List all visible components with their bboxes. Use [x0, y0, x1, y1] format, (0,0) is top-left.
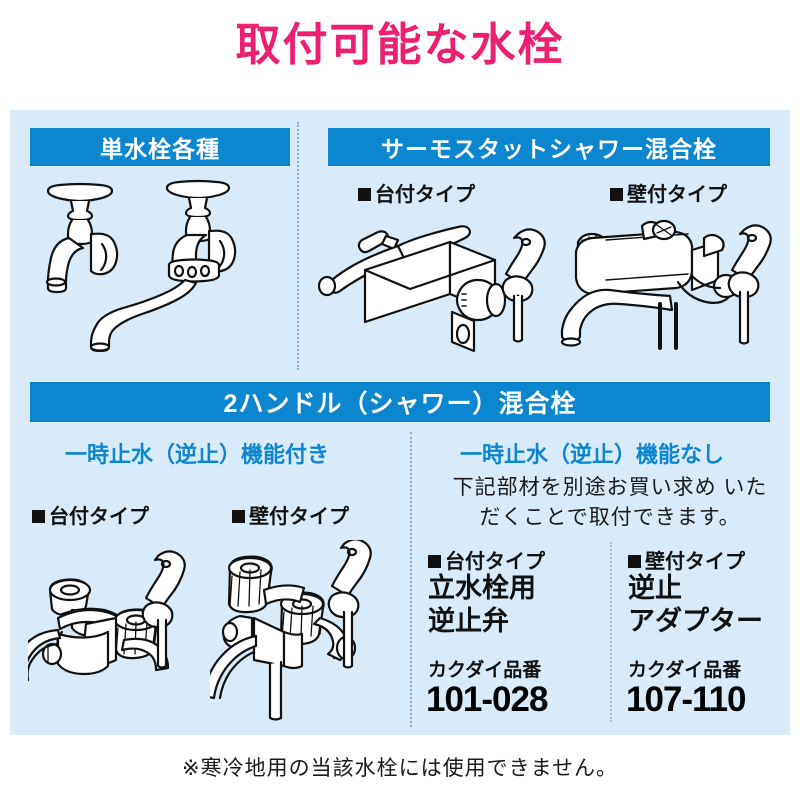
- section-header-thermostat: サーモスタットシャワー混合栓: [328, 128, 770, 166]
- part-deck-type-label: 台付タイプ: [428, 545, 545, 574]
- part-wall-brand: カクダイ品番: [628, 660, 742, 681]
- bullet-square-icon: [428, 555, 441, 568]
- bullet-square-icon: [628, 555, 641, 568]
- section-header-single-faucet: 単水栓各種: [30, 128, 290, 166]
- vertical-divider-bottom: [410, 432, 412, 727]
- part-wall-type-label: 壁付タイプ: [628, 545, 745, 574]
- illustration-single-faucets: [38, 172, 288, 352]
- thermostat-wall-type-label: 壁付タイプ: [610, 178, 727, 207]
- part-wall-name: 逆止 アダプター: [628, 573, 763, 636]
- thermostat-deck-type-label: 台付タイプ: [358, 178, 475, 207]
- two-handle-wall-type-label: 壁付タイプ: [232, 500, 349, 529]
- part-deck-code: 101-028: [426, 680, 548, 719]
- illustration-two-handle-deck: [28, 542, 228, 722]
- two-handle-purchase-note: 下記部材を別途お買い求め いただくことで取付できます。: [452, 476, 768, 530]
- part-wall-code: 107-110: [626, 680, 747, 719]
- section-header-two-handle: 2ハンドル（シャワー）混合栓: [30, 382, 770, 422]
- page-title: 取付可能な水栓: [235, 19, 565, 70]
- content-panel: 単水栓各種 サーモスタットシャワー混合栓 台付タイプ 壁付タイプ 2ハンドル（シ…: [10, 110, 790, 735]
- vertical-divider-parts: [610, 542, 612, 722]
- bullet-square-icon: [610, 188, 623, 201]
- bullet-square-icon: [32, 510, 45, 523]
- part-deck-brand: カクダイ品番: [428, 660, 542, 681]
- two-handle-with-checkvalve-heading: 一時止水（逆止）機能付き: [65, 442, 330, 467]
- illustration-thermostat-wall: [560, 208, 795, 368]
- illustration-thermostat-deck: [310, 208, 560, 368]
- bullet-square-icon: [358, 188, 371, 201]
- vertical-divider-top: [297, 122, 299, 370]
- illustration-two-handle-wall: [210, 540, 410, 725]
- part-deck-name: 立水栓用 逆止弁: [428, 573, 536, 636]
- footnote-cold-region: ※寒冷地用の当該水栓には使用できません。: [182, 757, 618, 780]
- two-handle-deck-type-label: 台付タイプ: [32, 500, 149, 529]
- bullet-square-icon: [232, 510, 245, 523]
- two-handle-without-checkvalve-heading: 一時止水（逆止）機能なし: [460, 442, 725, 467]
